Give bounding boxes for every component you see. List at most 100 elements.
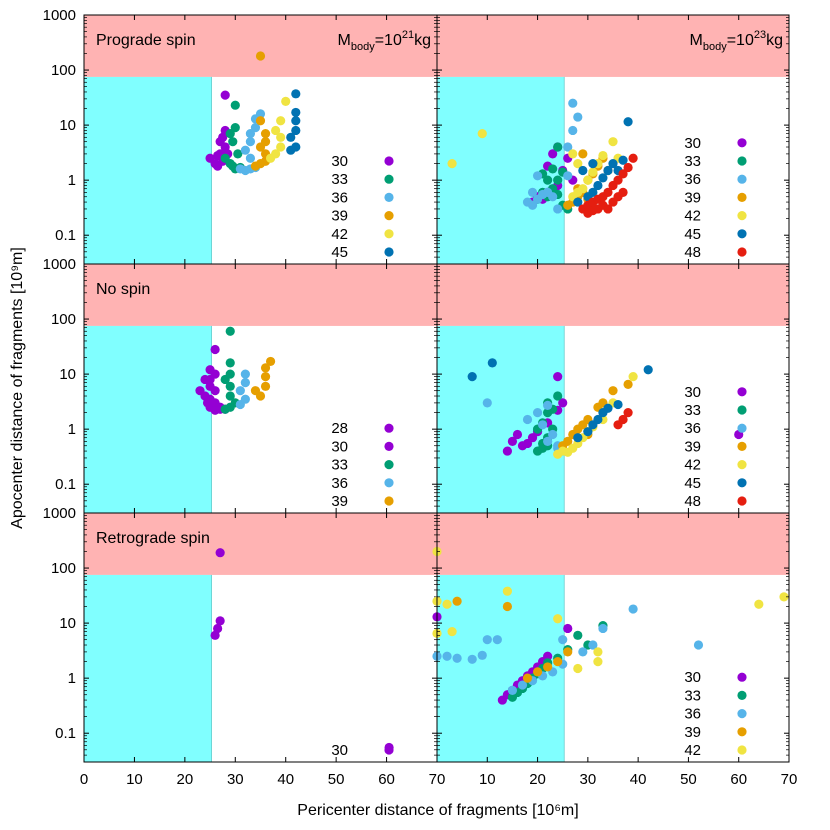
legend-marker-48 (737, 496, 747, 506)
point-series-30 (543, 651, 553, 661)
point-series-45 (588, 187, 598, 197)
point-series-33 (553, 175, 563, 185)
point-series-30 (558, 398, 568, 408)
point-series-48 (613, 175, 623, 185)
point-series-42 (271, 125, 281, 136)
legend-label-30: 30 (331, 742, 348, 759)
y-tick-label: 10 (59, 615, 76, 632)
point-series-45 (573, 433, 583, 443)
point-series-36 (543, 436, 553, 446)
legend-marker-33 (384, 174, 394, 184)
point-series-42 (628, 372, 638, 382)
mass-label: Mbody=1021kg (338, 29, 431, 53)
point-series-36 (240, 369, 250, 379)
y-tick-label: 100 (51, 311, 76, 328)
point-series-33 (553, 391, 563, 401)
legend-marker-30 (384, 745, 394, 755)
point-series-42 (578, 184, 588, 194)
legend-marker-42 (737, 211, 747, 221)
point-series-42 (593, 656, 603, 667)
point-series-36 (482, 398, 492, 408)
point-series-39 (265, 356, 276, 367)
x-tick-label: 10 (479, 771, 496, 788)
legend-marker-45 (737, 478, 747, 488)
pink-band (437, 264, 789, 326)
point-series-39 (250, 386, 261, 396)
point-series-36 (538, 420, 548, 430)
point-series-45 (487, 358, 497, 368)
point-series-36 (245, 153, 256, 163)
legend-marker-33 (737, 156, 747, 166)
legend-marker-30 (737, 387, 747, 397)
point-series-36 (693, 640, 704, 650)
x-tick-label: 30 (227, 771, 244, 788)
legend-marker-30 (737, 672, 747, 682)
point-series-45 (578, 165, 588, 176)
point-series-39 (255, 116, 266, 126)
legend-label-33: 33 (684, 153, 701, 170)
point-series-30 (215, 548, 225, 558)
legend-marker-39 (384, 211, 394, 221)
point-series-42 (573, 663, 583, 674)
legend-label-39: 39 (684, 724, 701, 741)
x-tick-label: 60 (730, 771, 747, 788)
pink-band (84, 264, 437, 326)
point-series-39 (623, 379, 633, 390)
pink-band (437, 15, 789, 77)
point-series-42 (573, 158, 583, 169)
point-series-36 (240, 394, 250, 404)
y-tick-label: 0.1 (55, 476, 76, 493)
point-series-39 (543, 662, 553, 672)
legend-label-30: 30 (331, 153, 348, 170)
point-series-39 (522, 673, 533, 683)
point-series-48 (618, 169, 628, 179)
point-series-45 (291, 89, 301, 99)
panel-label: Retrograde spin (96, 530, 210, 547)
y-tick-label: 1 (68, 172, 76, 189)
legend-marker-39 (384, 496, 394, 506)
point-series-36 (492, 635, 502, 645)
point-series-39 (532, 667, 543, 677)
y-tick-label: 100 (51, 62, 76, 79)
point-series-45 (608, 158, 618, 169)
x-tick-label: 50 (328, 771, 345, 788)
point-series-30 (215, 616, 225, 626)
point-series-42 (608, 137, 618, 147)
point-series-36 (568, 125, 578, 136)
legend-marker-33 (737, 690, 747, 701)
point-series-42 (588, 167, 598, 177)
point-series-42 (447, 627, 457, 637)
point-series-36 (527, 200, 538, 210)
y-tick-label: 1000 (43, 505, 76, 522)
legend-label-30: 30 (684, 669, 701, 686)
point-series-42 (593, 647, 603, 657)
point-series-33 (225, 129, 235, 139)
x-tick-label: 20 (177, 771, 194, 788)
axis-labels-group: Pericenter distance of fragments [10⁶m] … (9, 247, 579, 819)
point-series-36 (628, 604, 638, 614)
point-series-30 (548, 149, 558, 159)
point-series-36 (563, 142, 573, 152)
legend-marker-36 (384, 192, 394, 202)
point-series-36 (245, 137, 256, 147)
legend-marker-36 (737, 423, 747, 433)
point-series-39 (563, 436, 573, 446)
point-series-48 (603, 204, 613, 214)
point-series-39 (260, 363, 271, 373)
point-series-30 (210, 369, 220, 379)
legend-label-36: 36 (331, 475, 348, 492)
point-series-30 (553, 372, 563, 382)
point-series-30 (507, 436, 518, 446)
x-axis-label: Pericenter distance of fragments [10⁶m] (297, 802, 578, 819)
y-tick-label: 0.1 (55, 725, 76, 742)
legend-label-45: 45 (684, 475, 701, 492)
legend-marker-39 (737, 192, 747, 202)
point-series-36 (442, 651, 452, 661)
pink-band (84, 15, 437, 77)
point-series-33 (225, 391, 235, 401)
point-series-42 (553, 614, 563, 624)
y-tick-label: 1 (68, 670, 76, 687)
